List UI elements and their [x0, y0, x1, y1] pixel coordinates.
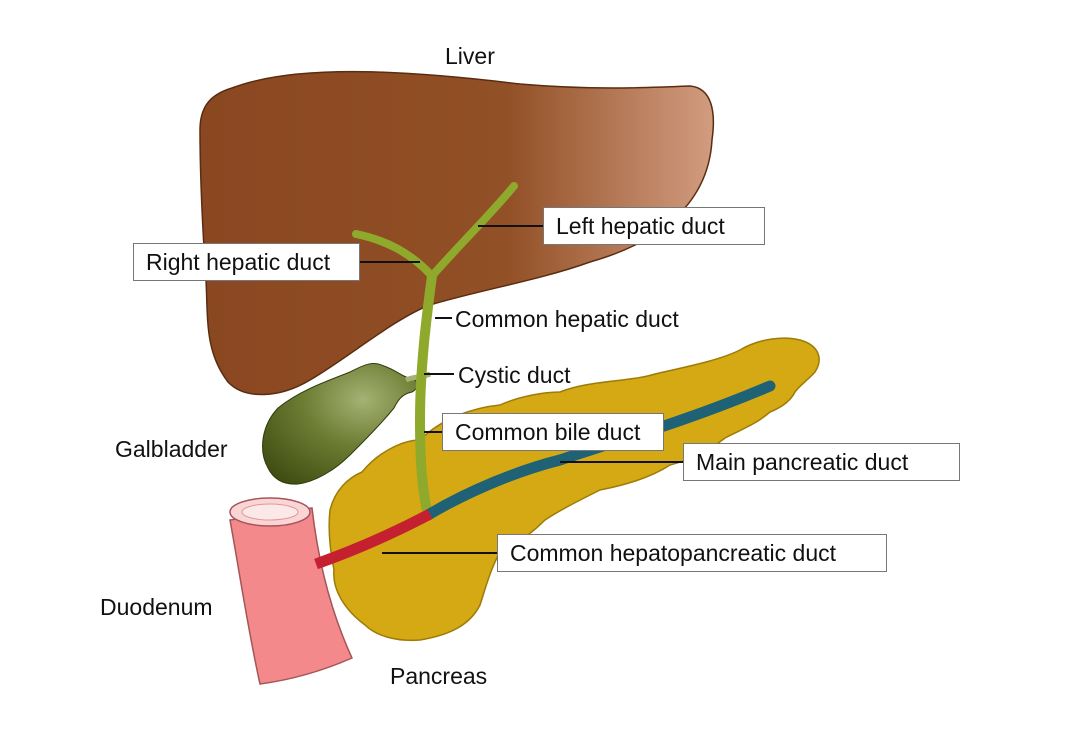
duodenum-shape: [229, 507, 353, 685]
duodenum-lumen: [241, 503, 299, 521]
left-hepatic-duct: [428, 182, 518, 280]
common-hepatic-duct-label: Common hepatic duct: [455, 306, 679, 332]
main-pancreatic-duct-label: Main pancreatic duct: [683, 443, 960, 481]
right-hepatic-duct-label: Right hepatic duct: [133, 243, 360, 281]
cystic-duct-label: Cystic duct: [458, 362, 571, 388]
gallbladder-label: Galbladder: [115, 436, 228, 462]
duodenum-label: Duodenum: [100, 594, 213, 620]
common-hepatic-and-bile-duct: [414, 275, 437, 517]
leader-lines: [355, 225, 684, 554]
left-hepatic-duct-label: Left hepatic duct: [543, 207, 765, 245]
liver-label: Liver: [445, 43, 495, 69]
common-hepatopancreatic-duct: [314, 509, 433, 570]
right-hepatic-duct: [352, 230, 436, 280]
main-pancreatic-duct: [422, 380, 776, 521]
common-bile-duct-label: Common bile duct: [442, 413, 664, 451]
pancreas-label: Pancreas: [390, 663, 488, 689]
common-hepatopancreatic-duct-label: Common hepatopancreatic duct: [497, 534, 887, 572]
